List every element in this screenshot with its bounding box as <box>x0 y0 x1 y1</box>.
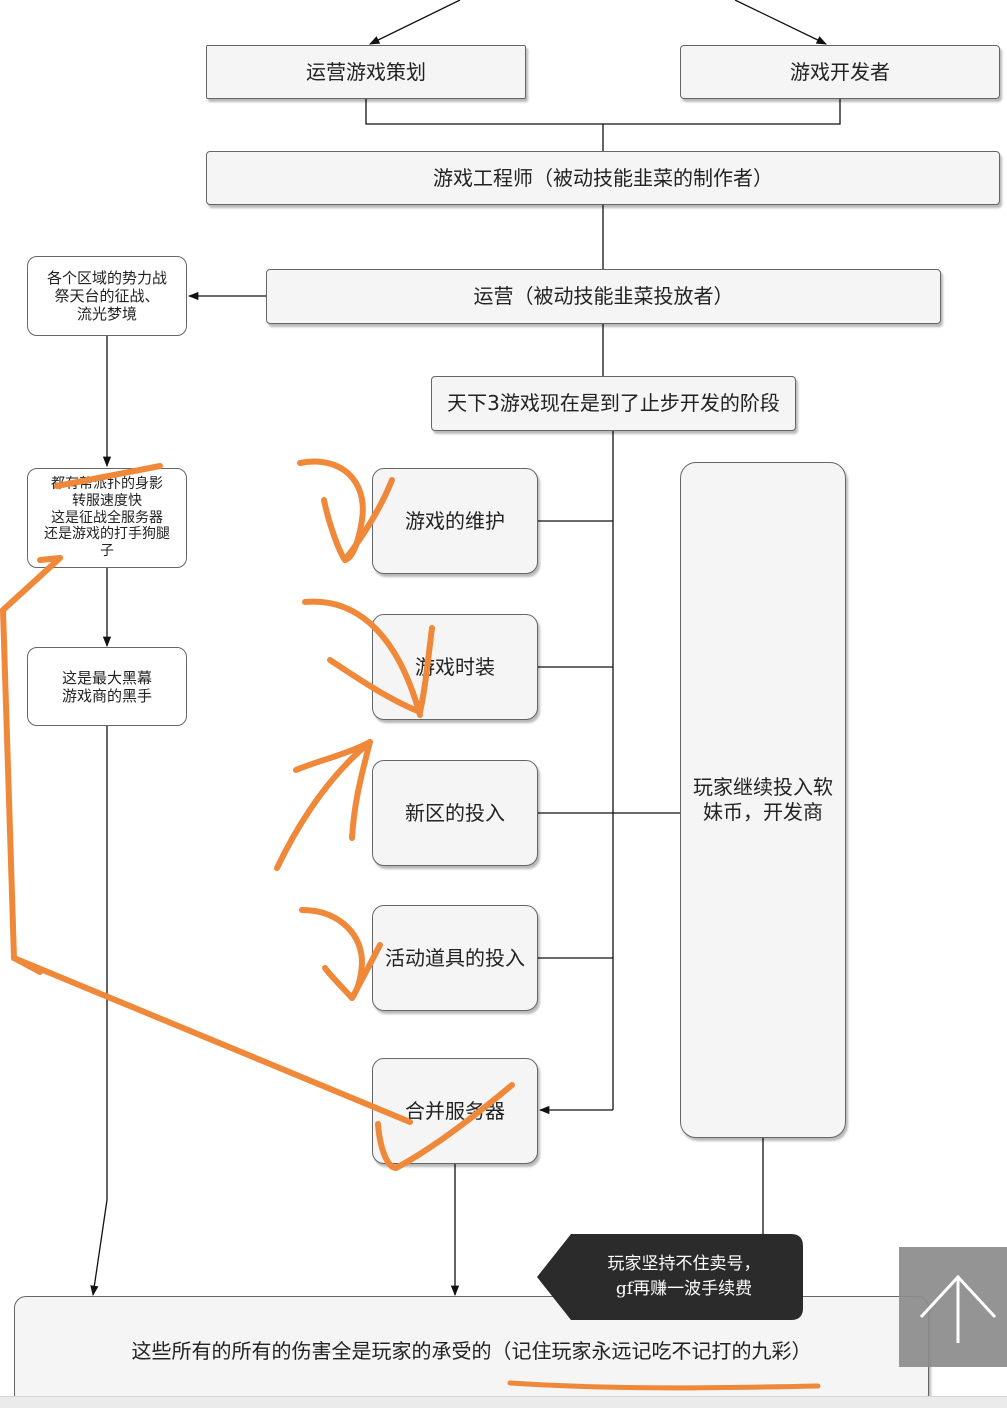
callout-text: 玩家坚持不住卖号， gf再赚一波手续费 <box>607 1253 761 1300</box>
ops-planner-label: 运营游戏策划 <box>306 59 426 84</box>
maintenance-box: 游戏的维护 <box>372 468 538 574</box>
new-server-label: 新区的投入 <box>405 800 505 825</box>
operations-box: 运营（被动技能韭菜投放者） <box>266 269 941 324</box>
stage-status-box: 天下3游戏现在是到了止步开发的阶段 <box>431 376 796 431</box>
new-server-box: 新区的投入 <box>372 760 538 866</box>
arrow-up-icon <box>919 1274 997 1343</box>
game-developer-label: 游戏开发者 <box>790 59 890 84</box>
game-developer-box: 游戏开发者 <box>680 45 1000 99</box>
operations-label: 运营（被动技能韭菜投放者） <box>473 284 734 308</box>
ops-planner-box: 运营游戏策划 <box>206 45 526 99</box>
connector-top-right <box>734 0 827 45</box>
game-engineer-label: 游戏工程师（被动技能韭菜的制作者） <box>433 165 773 190</box>
conclusion-box: 这些所有的所有的伤害全是玩家的承受的（记住玩家永远记吃不记打的九彩） <box>14 1296 929 1406</box>
callout-shape <box>537 1234 803 1320</box>
player-investment-label: 玩家继续投入软 妹币，开发商 <box>693 775 833 824</box>
connector-top-left <box>369 0 461 45</box>
black-hand-label: 这是最大黑幕 游戏商的黑手 <box>61 668 152 705</box>
region-events-box: 各个区域的势力战 祭天台的征战、 流光梦境 <box>27 256 187 336</box>
server-transfer-box: 都有帮派扑的身影 转服速度快 这是征战全服务器 还是游戏的打手狗腿 子 <box>27 468 187 568</box>
scroll-to-top-button[interactable] <box>899 1247 1007 1367</box>
player-investment-box: 玩家继续投入软 妹币，开发商 <box>680 462 846 1138</box>
event-items-label: 活动道具的投入 <box>385 945 525 970</box>
merge-servers-box: 合并服务器 <box>372 1058 538 1164</box>
bottom-scroll-edge <box>0 1396 1007 1408</box>
stage-status-label: 天下3游戏现在是到了止步开发的阶段 <box>447 391 780 415</box>
conclusion-label: 这些所有的所有的伤害全是玩家的承受的（记住玩家永远记吃不记打的九彩） <box>131 1338 812 1363</box>
maintenance-label: 游戏的维护 <box>405 508 505 533</box>
event-items-box: 活动道具的投入 <box>372 905 538 1011</box>
black-hand-box: 这是最大黑幕 游戏商的黑手 <box>27 647 187 726</box>
game-engineer-box: 游戏工程师（被动技能韭菜的制作者） <box>206 151 1000 205</box>
region-events-label: 各个区域的势力战 祭天台的征战、 流光梦境 <box>46 269 167 323</box>
